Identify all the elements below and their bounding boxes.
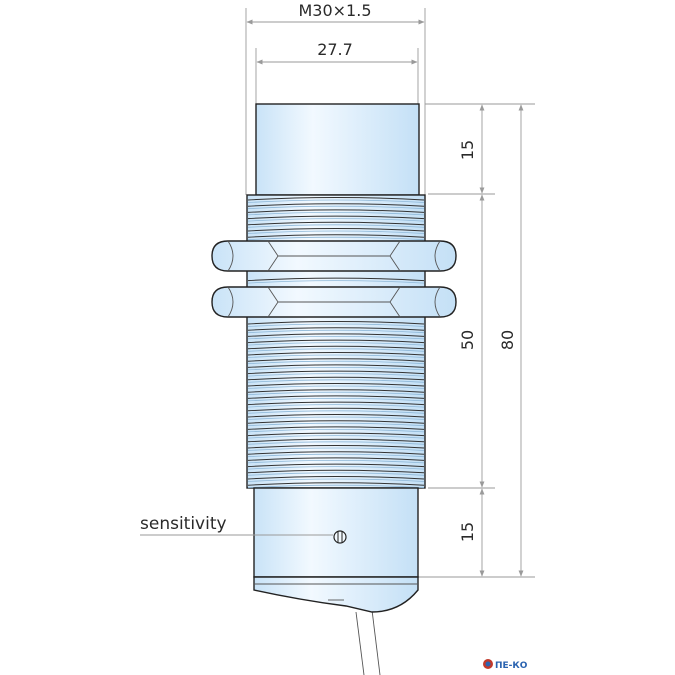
thread-line <box>247 228 425 232</box>
thread-line <box>247 370 425 375</box>
thread-shadow-line <box>247 460 425 464</box>
thread-shadow-line <box>247 205 425 210</box>
thread-shadow-line <box>247 236 425 241</box>
sensor-cap <box>255 103 420 196</box>
sensor-housing-bottom <box>253 487 419 613</box>
thread-line <box>247 389 425 393</box>
thread-line <box>247 445 425 449</box>
lock-nut-upper <box>211 240 457 272</box>
bottom-length-label: 15 <box>458 522 477 542</box>
thread-line <box>247 197 425 201</box>
thread-shadow-line <box>247 348 425 352</box>
thread-line <box>247 234 425 238</box>
thread-line <box>247 333 425 337</box>
thread-shadow-line <box>247 212 425 216</box>
thread-shadow-line <box>247 367 425 371</box>
logo: ПЕ-КО <box>483 659 528 671</box>
thread-line <box>247 339 425 344</box>
thread-shadow-line <box>247 422 425 427</box>
thread-length-label: 50 <box>458 330 477 350</box>
thread-shadow-line <box>247 224 425 228</box>
thread-shadow-line <box>247 385 425 389</box>
thread-line <box>247 327 425 331</box>
thread-shadow-line <box>247 478 425 482</box>
total-length-label: 80 <box>498 330 517 350</box>
threaded-body <box>246 194 426 489</box>
total-length-dimension: 80 <box>498 104 524 577</box>
thread-line <box>247 426 425 430</box>
thread-shadow-line <box>247 323 425 327</box>
thread-shadow-line <box>247 218 425 222</box>
thread-line <box>247 345 425 350</box>
thread-shadow-line <box>247 453 425 458</box>
thread-line <box>247 321 425 325</box>
thread-line <box>247 383 425 387</box>
cable <box>355 609 381 675</box>
thread-line <box>247 420 425 424</box>
thread-length-dimension: 50 <box>458 194 485 488</box>
thread-shadow-line <box>247 379 425 383</box>
thread-line <box>247 376 425 381</box>
thread-shadow-line <box>247 360 425 365</box>
thread-shadow-line <box>247 336 425 340</box>
thread-shadow-line <box>247 230 425 234</box>
thread-shadow-line <box>247 342 425 346</box>
thread-shadow-line <box>247 416 425 420</box>
width-dimension-label: 27.7 <box>317 40 353 59</box>
top-length-dimension: 15 <box>458 104 485 194</box>
thread-shadow-line <box>247 429 425 433</box>
thread-line <box>247 221 425 226</box>
sensitivity-label-group: sensitivity <box>140 514 333 536</box>
thread-line <box>247 358 425 362</box>
thread-shadow-line <box>247 329 425 334</box>
thread-line <box>247 215 425 220</box>
thread-line <box>247 209 425 213</box>
top-length-label: 15 <box>458 140 477 160</box>
extension-lines <box>245 8 535 578</box>
thread-shadow-line <box>247 199 425 203</box>
thread-line <box>247 277 425 282</box>
lock-nut-lower <box>211 286 457 318</box>
thread-line <box>247 438 425 443</box>
thread-dimension-label: M30×1.5 <box>298 1 371 20</box>
thread-shadow-line <box>247 404 425 408</box>
bottom-length-dimension: 15 <box>458 488 485 577</box>
thread-shadow-line <box>247 466 425 470</box>
thread-shadow-line <box>247 373 425 377</box>
thread-line <box>247 463 425 468</box>
thread-shadow-line <box>247 435 425 439</box>
sensitivity-label: sensitivity <box>140 514 227 534</box>
thread-shadow-line <box>247 398 425 402</box>
thread-line <box>247 203 425 207</box>
thread-line <box>247 476 425 480</box>
thread-line <box>247 352 425 356</box>
thread-shadow-line <box>247 484 425 489</box>
thread-line <box>247 482 425 486</box>
thread-line <box>247 451 425 455</box>
logo-text: ПЕ-КО <box>495 661 528 671</box>
thread-shadow-line <box>247 441 425 445</box>
thread-shadow-line <box>247 280 425 284</box>
thread-line <box>247 469 425 474</box>
thread-shadow-line <box>247 391 425 396</box>
thread-shadow-line <box>247 354 425 358</box>
thread-line <box>247 414 425 418</box>
width-dimension: 27.7 <box>256 40 418 65</box>
sensitivity-screw-icon <box>333 530 347 544</box>
thread-line <box>247 364 425 368</box>
thread-line <box>247 395 425 399</box>
thread-line <box>247 432 425 437</box>
thread-shadow-line <box>247 447 425 451</box>
thread-dimension: M30×1.5 <box>246 1 425 25</box>
thread-line <box>247 457 425 461</box>
thread-shadow-line <box>247 410 425 414</box>
thread-line <box>247 407 425 412</box>
thread-shadow-line <box>247 472 425 476</box>
thread-line <box>247 401 425 406</box>
